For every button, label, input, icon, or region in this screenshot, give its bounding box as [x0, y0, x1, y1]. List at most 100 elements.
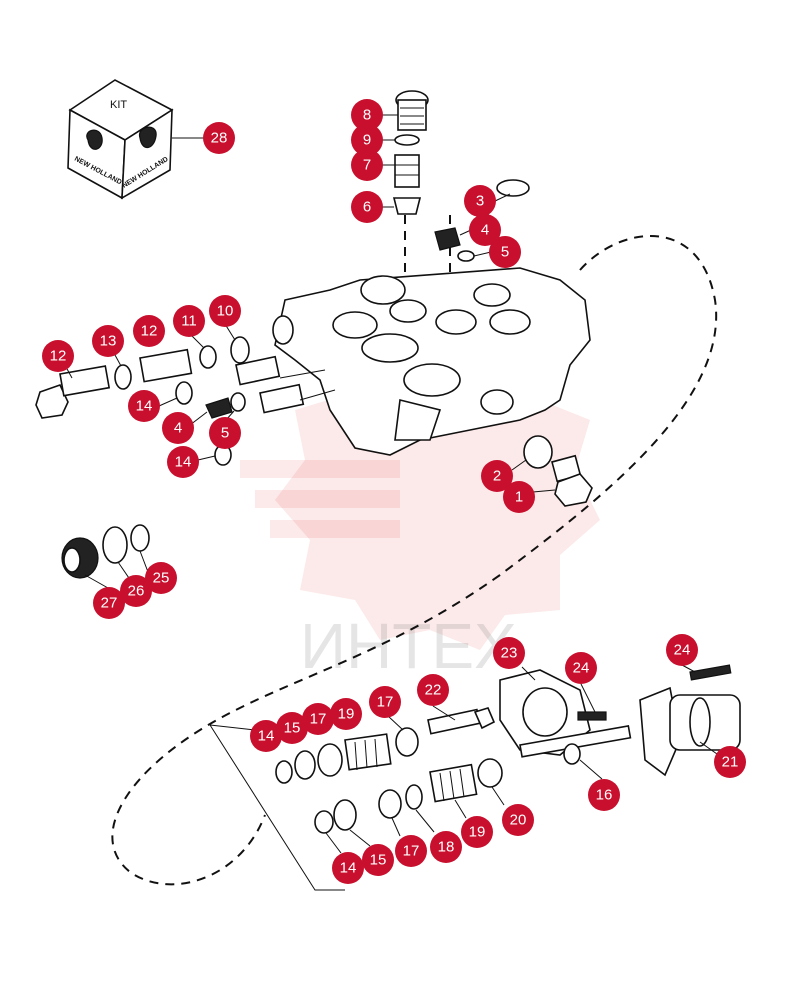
- callout-19-b: 19: [461, 816, 493, 848]
- svg-text:26: 26: [128, 583, 145, 600]
- svg-text:17: 17: [377, 694, 394, 711]
- housing-23: [499, 669, 591, 756]
- svg-text:13: 13: [100, 333, 117, 350]
- bolt-22: [427, 707, 496, 735]
- svg-text:28: 28: [211, 130, 228, 147]
- callout-15-a: 15: [276, 712, 308, 744]
- callout-12-plug: 12: [42, 340, 74, 372]
- flange-26: [102, 526, 128, 564]
- svg-text:25: 25: [153, 570, 170, 587]
- svg-text:21: 21: [722, 754, 739, 771]
- svg-text:8: 8: [363, 107, 371, 124]
- callout-12-sleeve: 12: [133, 315, 165, 347]
- o-ring-5-left: [230, 392, 246, 412]
- svg-text:15: 15: [284, 720, 301, 737]
- washer-2: [523, 435, 553, 469]
- callout-13: 13: [92, 325, 124, 357]
- callout-2: 2: [481, 460, 513, 492]
- bolt-24-a: [577, 711, 607, 721]
- svg-text:17: 17: [403, 843, 420, 860]
- ring-17-a: [317, 743, 343, 777]
- callout-26: 26: [120, 575, 152, 607]
- svg-text:18: 18: [438, 839, 455, 856]
- svg-text:12: 12: [141, 323, 158, 340]
- washer-13: [114, 364, 132, 390]
- washer-25: [130, 524, 150, 552]
- callout-23: 23: [493, 637, 525, 669]
- svg-text:1: 1: [515, 489, 523, 506]
- o-ring-5-top: [457, 250, 475, 262]
- svg-text:2: 2: [493, 468, 501, 485]
- kit-label: KIT: [110, 99, 127, 111]
- svg-text:6: 6: [363, 199, 371, 216]
- callout-4-top: 4: [469, 214, 501, 246]
- sleeve-12: [139, 348, 193, 383]
- callout-20: 20: [502, 804, 534, 836]
- svg-text:20: 20: [510, 812, 527, 829]
- spring-19-a: [344, 733, 392, 771]
- callout-17-c: 17: [395, 835, 427, 867]
- svg-text:27: 27: [101, 595, 118, 612]
- plug-12-left: [35, 365, 111, 419]
- svg-text:9: 9: [363, 132, 371, 149]
- ring-17-c: [378, 789, 402, 819]
- callout-24-housing: 24: [565, 652, 597, 684]
- washer-14-a: [275, 760, 293, 784]
- spring-7: [394, 154, 420, 188]
- svg-text:22: 22: [425, 682, 442, 699]
- callout-7: 7: [351, 149, 383, 181]
- fitting-4-left: [205, 397, 233, 419]
- svg-text:12: 12: [50, 348, 67, 365]
- ring-17-b: [395, 727, 419, 757]
- callout-21: 21: [714, 746, 746, 778]
- svg-text:14: 14: [136, 398, 153, 415]
- valve-body: [272, 267, 591, 456]
- svg-text:11: 11: [181, 313, 197, 330]
- svg-text:3: 3: [476, 193, 484, 210]
- fitting-4-top: [434, 227, 461, 251]
- o-ring-9: [394, 134, 420, 146]
- callout-17-b: 17: [369, 686, 401, 718]
- callout-28: 28: [203, 122, 235, 154]
- callout-5-top: 5: [489, 236, 521, 268]
- svg-text:4: 4: [174, 420, 182, 437]
- svg-text:14: 14: [175, 454, 192, 471]
- callout-15-b: 15: [362, 844, 394, 876]
- callout-3: 3: [464, 185, 496, 217]
- callout-27: 27: [93, 587, 125, 619]
- washer-14-left: [175, 381, 193, 405]
- callout-9: 9: [351, 124, 383, 156]
- svg-text:16: 16: [596, 787, 613, 804]
- washer-15-b: [333, 799, 357, 831]
- callout-8: 8: [351, 99, 383, 131]
- callout-4-left: 4: [162, 412, 194, 444]
- svg-text:7: 7: [363, 157, 371, 174]
- kit-box: KIT NEW HOLLAND NEW HOLLAND: [67, 79, 205, 200]
- svg-text:24: 24: [674, 642, 691, 659]
- plug-1: [551, 454, 593, 507]
- callout-18: 18: [430, 831, 462, 863]
- callout-5-left: 5: [209, 417, 241, 449]
- svg-text:5: 5: [501, 244, 509, 261]
- washer-14-b: [314, 810, 334, 834]
- callout-19-a: 19: [330, 698, 362, 730]
- callout-24-bolt: 24: [666, 634, 698, 666]
- callout-16: 16: [588, 779, 620, 811]
- svg-text:17: 17: [310, 711, 327, 728]
- spool-ends: [235, 355, 336, 414]
- callout-10: 10: [209, 295, 241, 327]
- callout-1: 1: [503, 481, 535, 513]
- svg-text:19: 19: [338, 706, 355, 723]
- bolt-24-b: [689, 664, 732, 681]
- svg-text:5: 5: [221, 425, 229, 442]
- spring-19-b: [429, 763, 478, 803]
- svg-text:24: 24: [573, 660, 590, 677]
- svg-text:14: 14: [258, 728, 275, 745]
- callout-6: 6: [351, 191, 383, 223]
- callout-17-a: 17: [302, 703, 334, 735]
- callout-14-b: 14: [332, 852, 364, 884]
- svg-text:4: 4: [481, 222, 489, 239]
- callout-14-a: 14: [250, 720, 282, 752]
- watermark-text: ИНТЕХ: [300, 610, 517, 682]
